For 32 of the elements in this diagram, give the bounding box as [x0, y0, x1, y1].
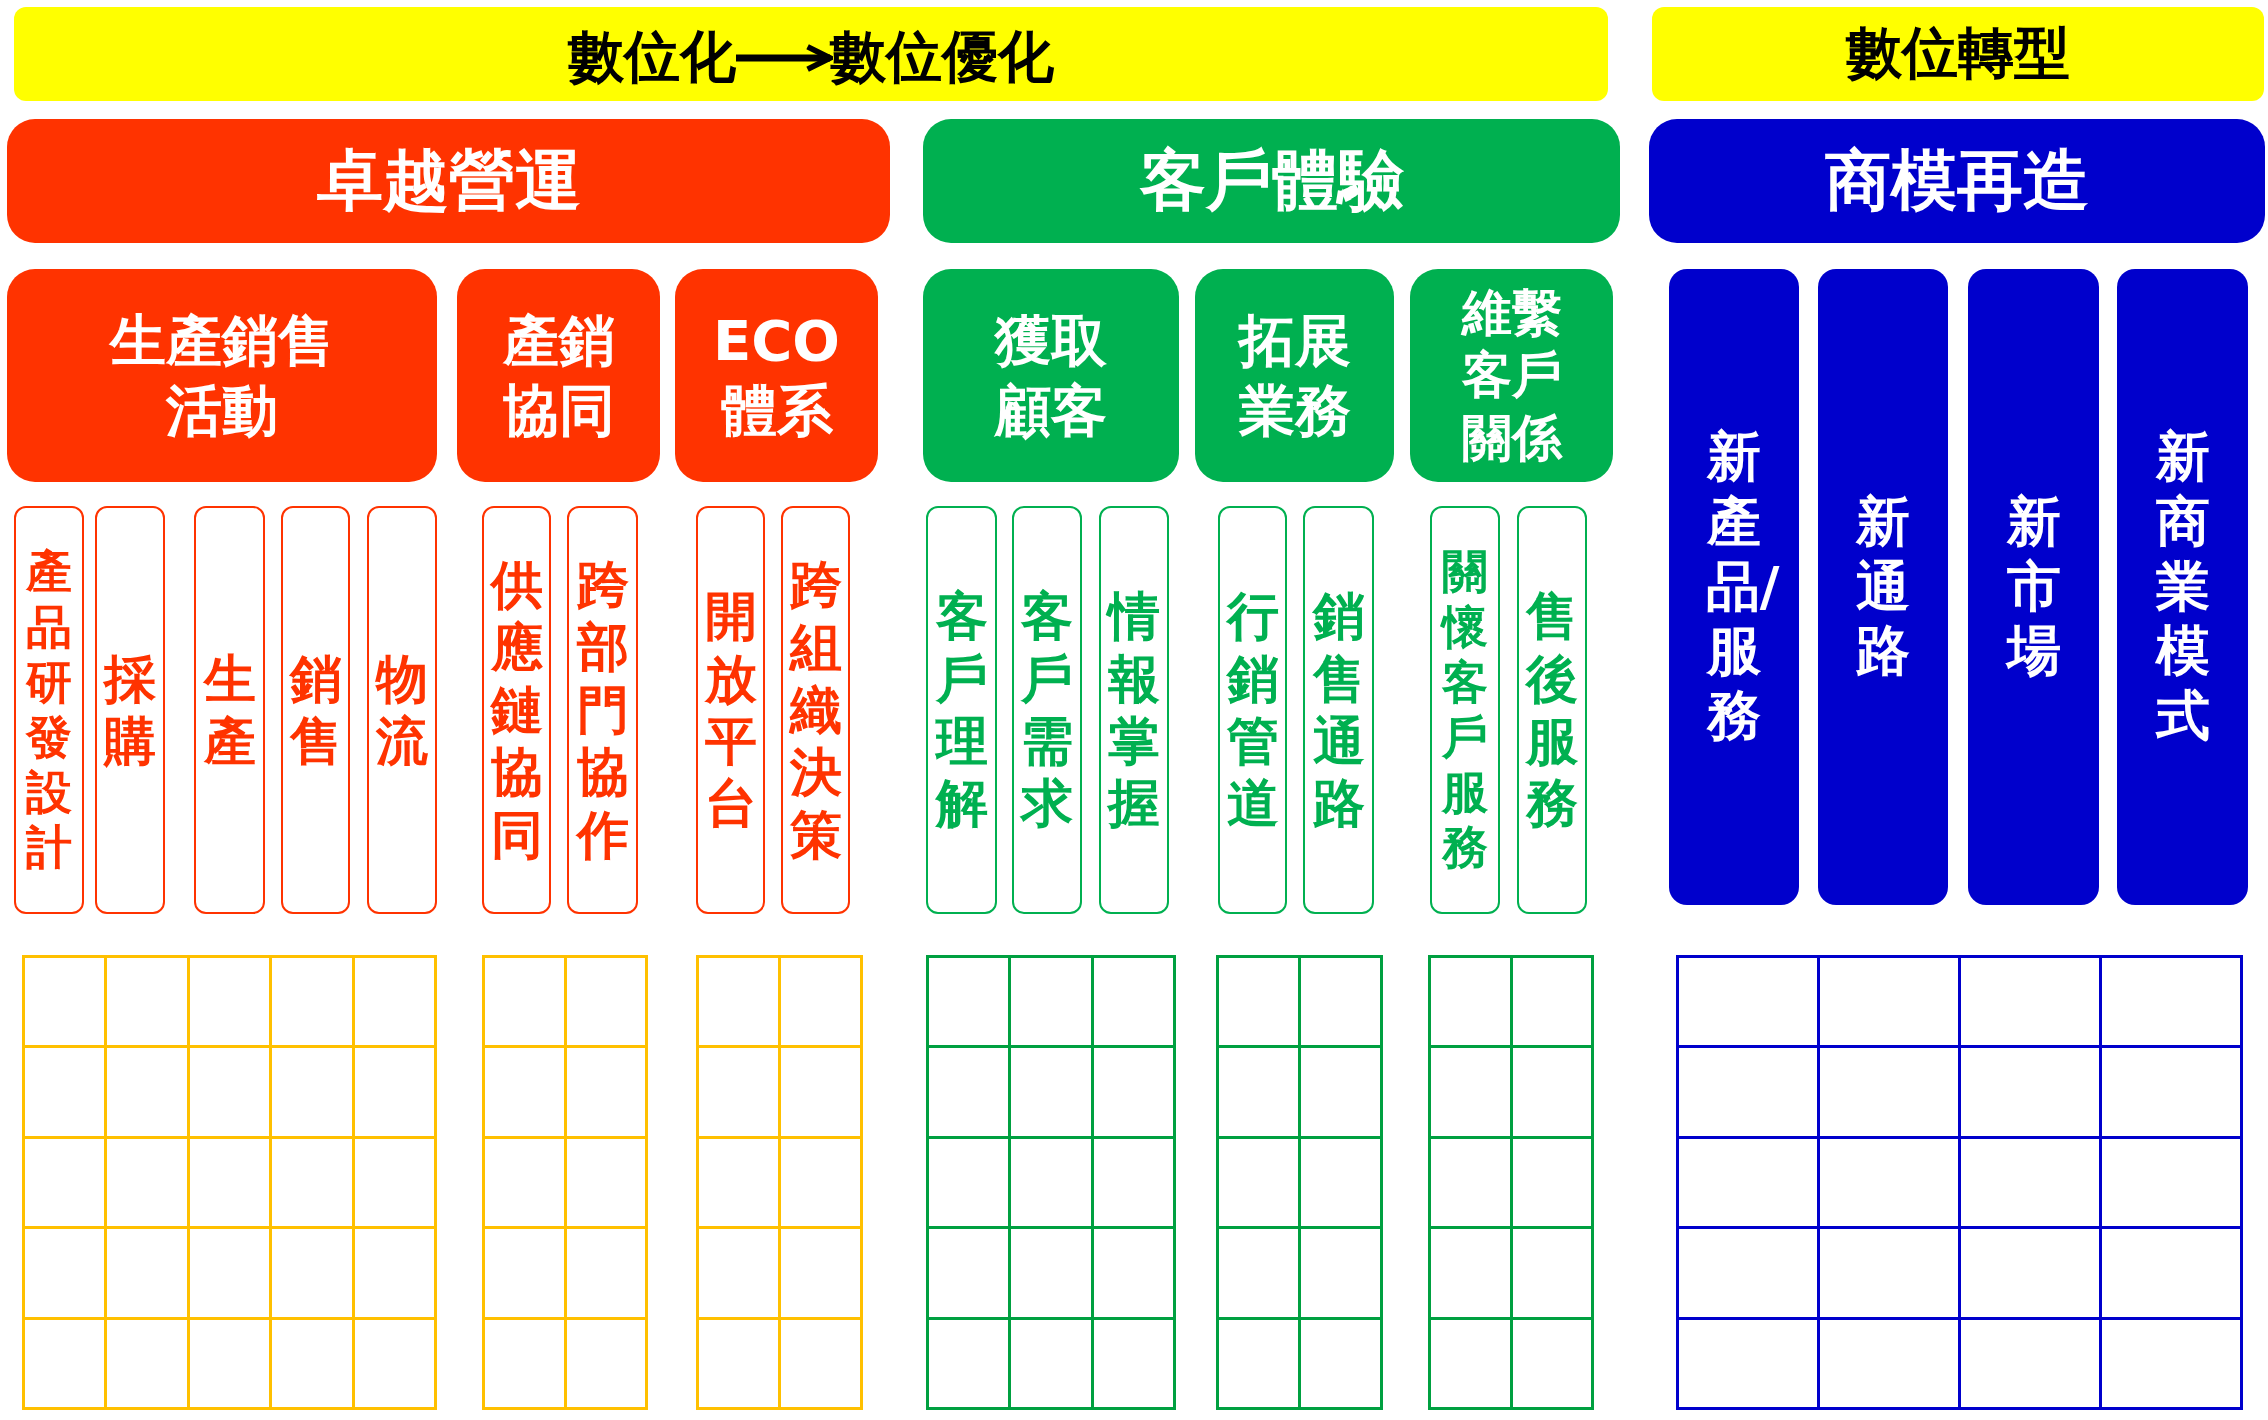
- item-column: 生產: [194, 506, 265, 914]
- category-box: 產銷協同: [457, 269, 660, 482]
- category-column: 新通路: [1818, 269, 1948, 905]
- item-column: 跨部門協作: [567, 506, 638, 914]
- item-column: 銷售通路: [1303, 506, 1374, 914]
- item-column: 開放平台: [696, 506, 765, 914]
- item-column: 銷售: [281, 506, 350, 914]
- item-column: 行銷管道: [1218, 506, 1287, 914]
- category-box: 客戶體驗: [923, 119, 1620, 243]
- category-box: 卓越營運: [7, 119, 890, 243]
- category-box: 商模再造: [1649, 119, 2265, 243]
- category-column: 新產品/服務: [1669, 269, 1799, 905]
- item-column: 售後服務: [1517, 506, 1587, 914]
- category-box: 獲取顧客: [923, 269, 1179, 482]
- item-column: 採購: [95, 506, 165, 914]
- category-box: 拓展業務: [1195, 269, 1394, 482]
- category-box: 生產銷售活動: [7, 269, 437, 482]
- item-column: 關懷客戶服務: [1430, 506, 1500, 914]
- category-column: 新市場: [1968, 269, 2099, 905]
- banner-text: 數位化: [540, 20, 736, 96]
- item-column: 物流: [367, 506, 437, 914]
- item-column: 供應鏈協同: [482, 506, 551, 914]
- item-column: 客戶需求: [1012, 506, 1082, 914]
- category-box: 維繫客戶關係: [1410, 269, 1613, 482]
- item-column: 跨組織決策: [781, 506, 850, 914]
- item-column: 客戶理解: [926, 506, 997, 914]
- category-column: 新商業模式: [2117, 269, 2248, 905]
- banner-text: 數位優化: [830, 20, 1160, 96]
- item-column: 產品研發設計: [14, 506, 84, 914]
- item-column: 情報掌握: [1099, 506, 1169, 914]
- category-box: ECO體系: [675, 269, 878, 482]
- stage-box: 數位轉型: [1652, 7, 2264, 101]
